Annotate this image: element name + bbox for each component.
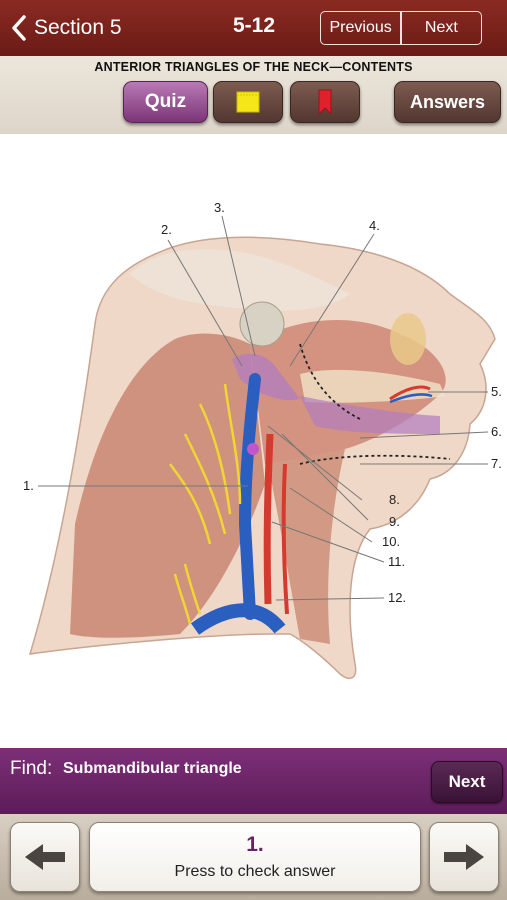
quiz-button[interactable]: Quiz bbox=[123, 81, 208, 123]
toolbar: ANTERIOR TRIANGLES OF THE NECK—CONTENTS … bbox=[0, 56, 507, 134]
figure-label-6[interactable]: 6. bbox=[491, 424, 502, 439]
top-nav-bar: Section 5 5-12 Previous Next bbox=[0, 0, 507, 56]
figure-label-4[interactable]: 4. bbox=[369, 218, 380, 233]
find-next-button[interactable]: Next bbox=[431, 761, 503, 803]
figure-label-5[interactable]: 5. bbox=[491, 384, 502, 399]
arrow-left-icon bbox=[25, 844, 65, 870]
answers-button[interactable]: Answers bbox=[394, 81, 501, 123]
figure-label-1[interactable]: 1. bbox=[23, 478, 34, 493]
arrow-right-icon bbox=[444, 844, 484, 870]
red-bookmark-icon bbox=[318, 89, 332, 115]
neck-illustration bbox=[28, 215, 496, 680]
page-number: 5-12 bbox=[232, 14, 276, 37]
answer-hint: Press to check answer bbox=[174, 863, 336, 880]
next-button[interactable]: Next bbox=[424, 19, 458, 36]
segment-divider bbox=[400, 12, 402, 44]
figure-label-2[interactable]: 2. bbox=[161, 222, 172, 237]
chevron-left-icon bbox=[12, 15, 26, 41]
figure-label-8[interactable]: 8. bbox=[389, 492, 400, 507]
answer-number: 1. bbox=[246, 833, 264, 856]
find-bar: Find: Submandibular triangle Next bbox=[0, 748, 507, 814]
next-question-button[interactable] bbox=[429, 822, 499, 892]
back-button[interactable]: Section 5 bbox=[10, 10, 122, 46]
figure-label-12[interactable]: 12. bbox=[388, 590, 407, 605]
check-answer-button[interactable]: 1. Press to check answer bbox=[89, 822, 421, 892]
bottom-bar: 1. Press to check answer bbox=[0, 814, 507, 900]
anatomy-figure: 1. 2. 3. 4. 5. 6. 7. 8. 9. 10. 11. 12. bbox=[0, 134, 507, 748]
figure-label-3[interactable]: 3. bbox=[214, 200, 225, 215]
previous-question-button[interactable] bbox=[10, 822, 80, 892]
find-term: Submandibular triangle bbox=[63, 760, 242, 777]
previous-button[interactable]: Previous bbox=[329, 19, 392, 36]
figure-label-9[interactable]: 9. bbox=[389, 514, 400, 529]
page-title: ANTERIOR TRIANGLES OF THE NECK—CONTENTS bbox=[94, 60, 413, 74]
yellow-note-icon bbox=[236, 91, 260, 113]
yellow-note-button[interactable] bbox=[213, 81, 283, 123]
red-bookmark-button[interactable] bbox=[290, 81, 360, 123]
back-button-label: Section 5 bbox=[34, 16, 122, 39]
find-prefix-label: Find: bbox=[10, 758, 53, 779]
figure-label-11[interactable]: 11. bbox=[388, 554, 406, 569]
figure-label-7[interactable]: 7. bbox=[491, 456, 502, 471]
figure-label-10[interactable]: 10. bbox=[382, 534, 401, 549]
prev-next-segmented-control: Previous Next bbox=[320, 11, 482, 45]
